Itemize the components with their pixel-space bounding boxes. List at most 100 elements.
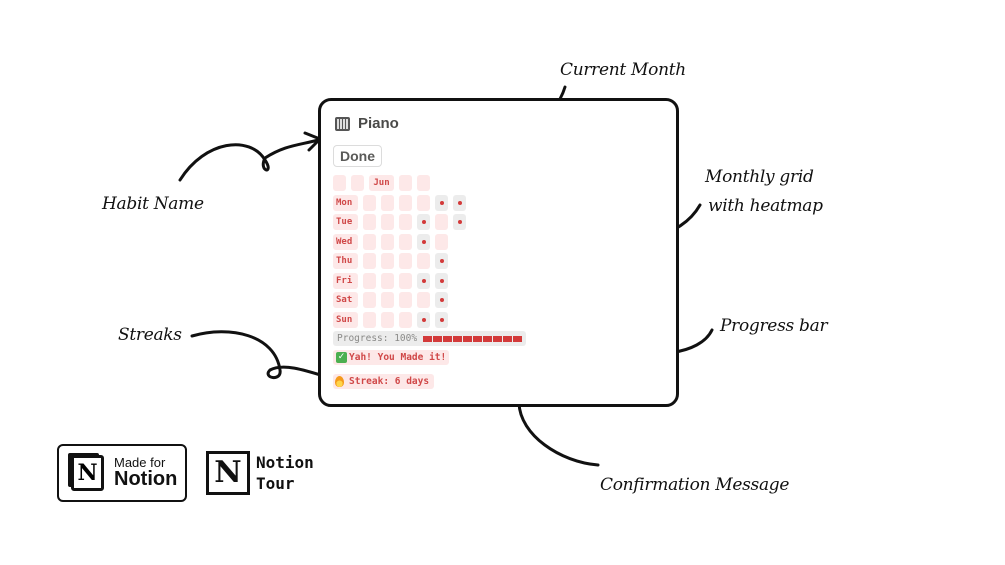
heatmap-cell [399,233,412,250]
annotation-streaks: Streaks [118,325,182,345]
day-label: Thu [333,253,358,269]
heatmap-cell-done [417,272,430,289]
check-mark-icon: ✓ [336,352,347,363]
progress-segment [503,335,512,342]
heatmap-cell [453,292,466,308]
progress-segments [423,335,522,342]
heatmap-cell [453,234,466,250]
heatmap-cell [399,311,412,328]
heatmap-cell [381,272,394,289]
heatmap-cell [381,292,394,308]
annotation-progress-bar: Progress bar [720,316,828,336]
heatmap-cell-done [417,214,430,230]
month-label: Jun [369,175,394,191]
fire-icon [335,376,344,387]
heatmap-cell [453,312,466,328]
heatmap-cell [399,272,412,289]
grid-row-tue: Tue [333,214,466,230]
habit-name-arrow [178,138,320,182]
day-label: Sat [333,292,358,308]
habit-title: Piano [335,115,399,132]
heatmap-cell [417,194,430,211]
header-cell [351,175,364,191]
day-label: Mon [333,194,358,211]
day-label: Sun [333,311,358,328]
progress-segment [493,335,502,342]
confirmation-message: ✓ Yah! You Made it! [333,350,450,365]
progress-bar: Progress: 100% [333,331,526,346]
header-cell [399,175,412,191]
heatmap-cell [363,272,376,289]
heatmap-cell-done [435,272,448,289]
heatmap-cell-done [435,194,448,211]
day-label: Tue [333,214,358,230]
heatmap-cell-done [417,311,430,328]
heatmap-cell [417,292,430,308]
annotation-monthly-grid-2: with heatmap [708,196,823,216]
notion-text: Notion [114,468,178,491]
made-for-notion-badge[interactable]: N Made for Notion [57,444,187,502]
heatmap-cell-done [435,311,448,328]
heatmap-cell [435,233,448,250]
grid-header-row: Jun [333,175,466,191]
heatmap-cell [381,311,394,328]
tour-line-1: Notion [256,453,314,472]
heatmap-cell [435,214,448,230]
grid-row-sat: Sat [333,292,466,308]
heatmap-cell [363,214,376,230]
notion-square-logo-icon: N [206,451,250,495]
grid-row-thu: Thu [333,253,466,269]
progress-segment [513,335,522,342]
progress-segment [423,335,432,342]
done-button[interactable]: Done [333,145,382,167]
heatmap-cell [453,273,466,289]
heatmap-cell [399,253,412,269]
annotation-current-month: Current Month [560,60,686,80]
grid-row-mon: Mon [333,194,466,211]
progress-segment [433,335,442,342]
grid-row-wed: Wed [333,233,466,250]
heatmap-cell [399,292,412,308]
notion-logo-icon: N [71,455,104,491]
heatmap-cell [399,214,412,230]
heatmap-cell [381,214,394,230]
progress-segment [463,335,472,342]
heatmap-cell-done [417,233,430,250]
progress-segment [443,335,452,342]
day-label: Wed [333,233,358,250]
made-for-text: Made for [114,454,166,470]
header-cell [417,175,430,191]
heatmap-cell [363,253,376,269]
habit-name[interactable]: Piano [358,115,399,132]
heatmap-cell [453,253,466,269]
heatmap-cell [417,253,430,269]
annotation-monthly-grid-1: Monthly grid [705,167,814,187]
progress-segment [453,335,462,342]
progress-segment [473,335,482,342]
grid-row-fri: Fri [333,272,466,289]
annotation-confirmation-message: Confirmation Message [600,475,790,495]
heatmap-cell [363,233,376,250]
notion-tour-badge[interactable]: N Notion Tour [206,451,314,495]
heatmap-cell-done [435,253,448,269]
confirmation-text: Yah! You Made it! [349,352,447,363]
heatmap-cell [363,311,376,328]
heatmap-cell-done [453,194,466,211]
piano-keyboard-icon [335,116,350,131]
progress-segment [483,335,492,342]
grid-row-sun: Sun [333,311,466,328]
heatmap-cell [381,194,394,211]
heatmap-cell-done [435,292,448,308]
heatmap-cell [381,253,394,269]
day-label: Fri [333,272,358,289]
heatmap-cell [363,194,376,211]
tour-line-2: Tour [256,474,295,493]
streak-text: Streak: 6 days [349,376,430,387]
heatmap-cell-done [453,214,466,230]
header-cell [333,175,346,191]
streak-badge: Streak: 6 days [333,374,435,389]
heatmap-cell [363,292,376,308]
progress-label: Progress: 100% [337,333,418,344]
